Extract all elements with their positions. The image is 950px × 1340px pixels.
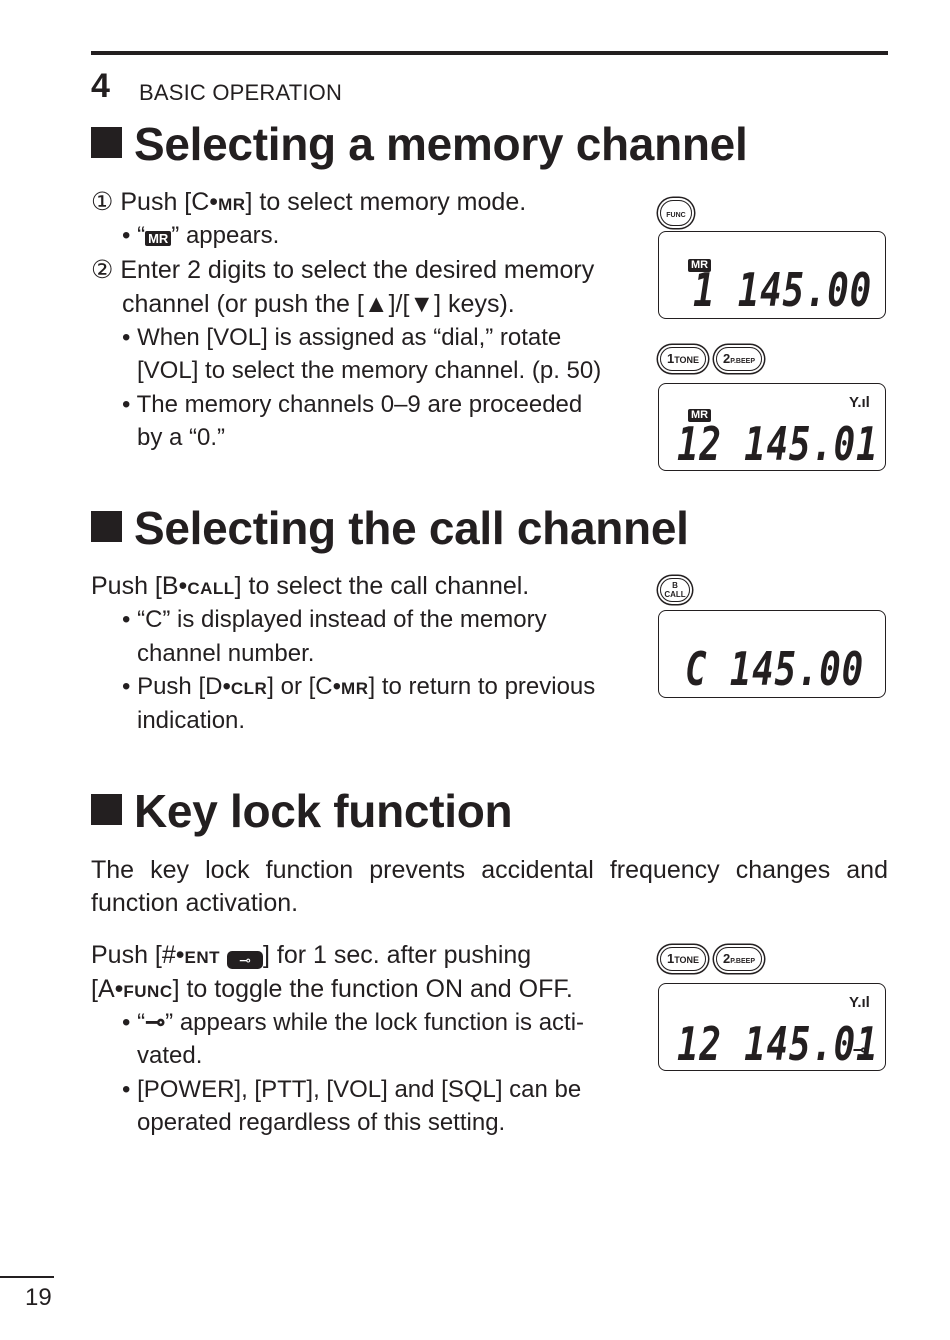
memory-step2: ② Enter 2 digits to select the desired m… bbox=[91, 256, 595, 284]
lcd-display-call: C 145.00 bbox=[658, 610, 886, 698]
signal-icon: Y.ıl bbox=[849, 994, 870, 1011]
keylock-bullet2-line2: operated regardless of this setting. bbox=[137, 1109, 506, 1136]
call-bullet1: • “C” is displayed instead of the memory bbox=[122, 606, 547, 633]
page-number-rule bbox=[0, 1276, 54, 1278]
section-heading-memory: Selecting a memory channel bbox=[91, 118, 748, 170]
call-line1: Push [B•CALL] to select the call channel… bbox=[91, 572, 530, 600]
lcd-digits: 12 145.01 bbox=[677, 1017, 879, 1071]
chapter-number: 4 bbox=[91, 67, 110, 105]
memory-step2-line2: channel (or push the [▲]/[▼] keys). bbox=[122, 290, 515, 318]
section-heading-keylock: Key lock function bbox=[91, 785, 513, 837]
key-2-pbeep-icon: 2P.BEEP bbox=[716, 947, 762, 971]
keylock-bullet1: • “⊸” appears while the lock function is… bbox=[122, 1009, 585, 1036]
call-bullet2: • Push [D•CLR] or [C•MR] to return to pr… bbox=[122, 673, 596, 700]
keylock-bullet2: • [POWER], [PTT], [VOL] and [SQL] can be bbox=[122, 1076, 582, 1103]
memory-bullet1: • When [VOL] is assigned as “dial,” rota… bbox=[122, 324, 562, 351]
lcd-digits: C 145.00 bbox=[685, 642, 865, 696]
memory-bullet2: • The memory channels 0–9 are proceeded bbox=[122, 391, 583, 418]
lcd-display-memory: MR 1 145.00 bbox=[658, 231, 886, 319]
memory-bullet2-line2: by a “0.” bbox=[137, 424, 226, 451]
keylock-push-line2: [A•FUNC] to toggle the function ON and O… bbox=[91, 975, 573, 1003]
lcd-digits: 12 145.01 bbox=[677, 417, 879, 471]
lcd-display-keylock: Y.ıl 12 145.01 ⊸ bbox=[658, 983, 886, 1071]
key-1-tone-icon: 1TONE bbox=[660, 347, 706, 371]
signal-icon: Y.ıl bbox=[849, 394, 870, 411]
lcd-digits: 1 145.00 bbox=[693, 263, 873, 317]
section-heading-call: Selecting the call channel bbox=[91, 502, 689, 554]
keylock-push-line1: Push [#•ENT ⊸] for 1 sec. after pushing bbox=[91, 941, 532, 969]
square-bullet-icon bbox=[91, 794, 122, 825]
key-2-pbeep-icon: 2P.BEEP bbox=[716, 347, 762, 371]
square-bullet-icon bbox=[91, 127, 122, 158]
lcd-mr-badge: MR bbox=[688, 409, 712, 422]
square-bullet-icon bbox=[91, 511, 122, 542]
keylock-intro-line2: function activation. bbox=[91, 889, 299, 917]
lcd-mr-badge: MR bbox=[688, 259, 712, 272]
memory-step1: ① Push [C•MR] to select memory mode. bbox=[91, 188, 527, 216]
mr-icon: MR bbox=[145, 231, 172, 246]
key-1-tone-icon: 1TONE bbox=[660, 947, 706, 971]
page-number: 19 bbox=[25, 1284, 52, 1311]
call-bullet1-line2: channel number. bbox=[137, 640, 315, 667]
func-key-icon: FUNC bbox=[660, 200, 692, 226]
keylock-intro-line1: The key lock function prevents accidenta… bbox=[91, 856, 888, 884]
memory-bullet1-line2: [VOL] to select the memory channel. (p. … bbox=[137, 357, 602, 384]
lcd-key-lock-icon: ⊸ bbox=[853, 1042, 867, 1059]
chapter-title: BASIC OPERATION bbox=[139, 80, 343, 105]
key-lock-icon: ⊸ bbox=[145, 1009, 166, 1036]
lcd-display-memory-12: Y.ıl MR 12 145.01 bbox=[658, 383, 886, 471]
call-bullet2-line2: indication. bbox=[137, 707, 246, 734]
top-rule bbox=[91, 51, 888, 55]
memory-step1-bullet: • “MR” appears. bbox=[122, 222, 280, 249]
key-lock-badge-icon: ⊸ bbox=[226, 951, 263, 969]
keylock-bullet1-line2: vated. bbox=[137, 1042, 203, 1069]
